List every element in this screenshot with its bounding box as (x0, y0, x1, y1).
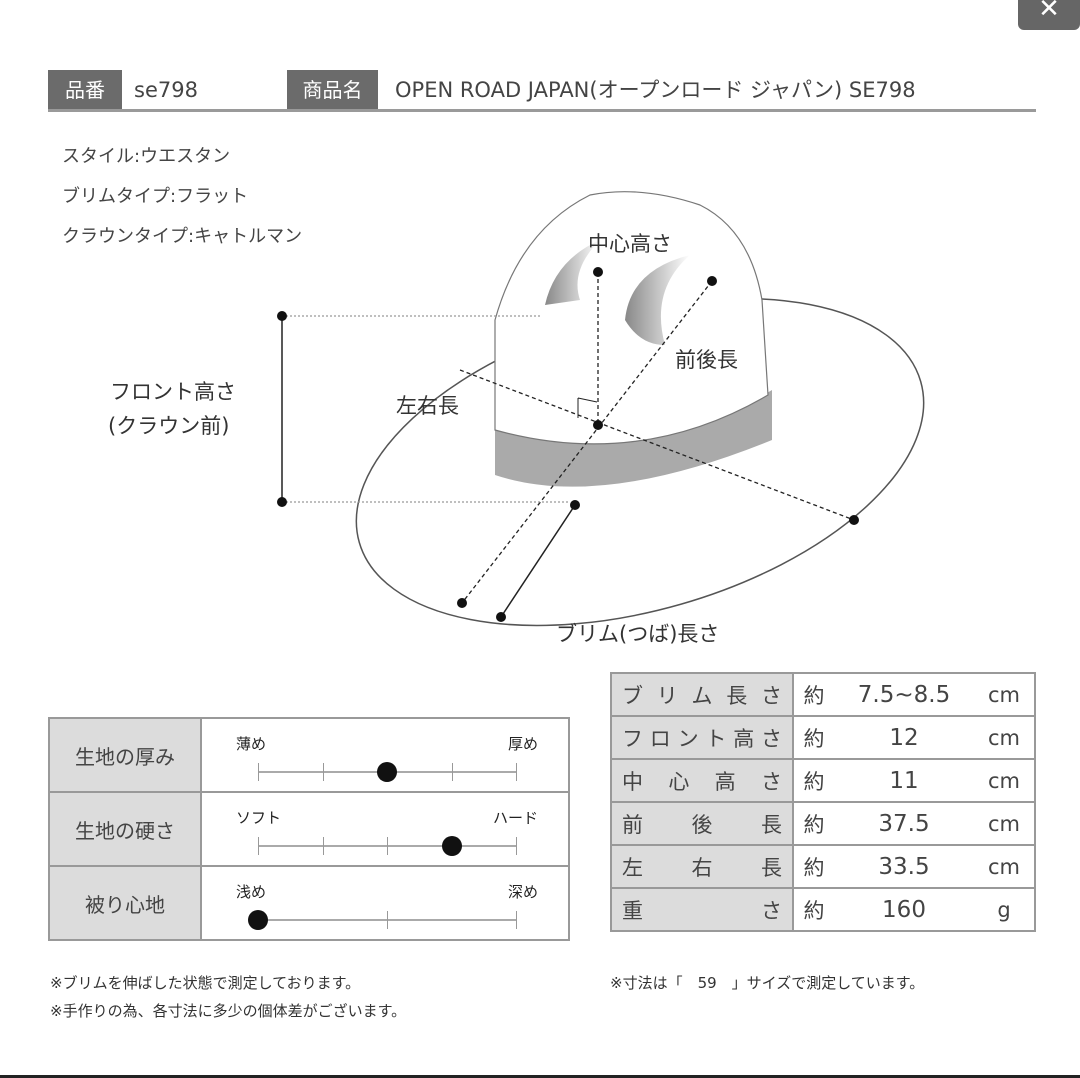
measurement-label: 重さ (611, 887, 794, 932)
feel-label: 生地の厚み (48, 717, 202, 793)
close-icon: ✕ (1038, 0, 1060, 24)
measurement-unit: g (974, 887, 1035, 932)
approx-label: 約 (793, 887, 834, 932)
scale-max-label: ハード (492, 809, 538, 827)
feel-label: 被り心地 (48, 865, 202, 941)
measurement-label: 中心高さ (611, 758, 794, 803)
measurement-unit: cm (974, 844, 1035, 889)
measurement-value: 33.5 (834, 844, 974, 889)
scale-min-label: 浅め (236, 883, 267, 901)
slider-tick (516, 911, 517, 929)
slider-tick (516, 837, 517, 855)
scale-marker (248, 910, 268, 930)
scale-min-label: 薄め (236, 735, 267, 753)
slider-tick (322, 763, 324, 781)
label-center-height: 中心高さ (588, 232, 672, 256)
scale-min-label: ソフト (236, 809, 282, 827)
label-front-back: 前後長 (675, 348, 738, 372)
measurement-unit: cm (974, 758, 1035, 803)
note-size: ※寸法は「 59 」サイズで測定しています。 (610, 974, 925, 992)
feel-row: 生地の厚み 薄め 厚め (48, 717, 570, 793)
crown-dent-left (545, 240, 600, 305)
bottom-divider (0, 1075, 1080, 1078)
label-brim-length: ブリム(つば)長さ (556, 622, 720, 646)
spec-brim-type: ブリムタイプ:フラット (62, 186, 249, 207)
approx-label: 約 (793, 844, 834, 889)
code-label: 品番 (48, 70, 122, 110)
scale-max-label: 深め (507, 883, 538, 901)
scale-max-label: 厚め (507, 735, 538, 753)
slider-tick (387, 911, 388, 929)
measurement-label: フロント高さ (611, 715, 794, 760)
measurement-unit: cm (974, 672, 1035, 717)
scale-marker (441, 836, 462, 856)
measurement-unit: cm (974, 715, 1035, 760)
measurement-value: 7.5~8.5 (834, 672, 974, 717)
scale-slider (248, 910, 517, 930)
label-left-right: 左右長 (396, 394, 459, 418)
feel-row: 生地の硬さ ソフト ハード (48, 791, 570, 867)
code-value: se798 (134, 78, 198, 102)
slider-tick (451, 763, 453, 781)
measurement-value: 160 (834, 887, 974, 932)
label-front-height-note: (クラウン前) (108, 414, 230, 438)
header-divider (48, 109, 1036, 112)
measurement-value: 12 (834, 715, 974, 760)
slider-tick (387, 837, 388, 855)
slider-tick (258, 837, 259, 855)
approx-label: 約 (793, 758, 834, 803)
product-name: OPEN ROAD JAPAN(オープンロード ジャパン) SE798 (395, 78, 916, 102)
measurement-value: 11 (834, 758, 974, 803)
approx-label: 約 (793, 715, 834, 760)
slider-tick (516, 763, 517, 781)
feel-label: 生地の硬さ (48, 791, 202, 867)
approx-label: 約 (793, 672, 834, 717)
approx-label: 約 (793, 801, 834, 846)
name-label: 商品名 (287, 70, 378, 110)
spec-crown-type: クラウンタイプ:キャトルマン (62, 226, 303, 247)
measurement-label: ブリム長さ (611, 672, 794, 717)
note-handmade: ※手作りの為、各寸法に多少の個体差がございます。 (50, 1002, 407, 1020)
close-button[interactable]: ✕ (1018, 0, 1080, 30)
measurement-value: 37.5 (834, 801, 974, 846)
hat-diagram (277, 191, 925, 627)
measurement-label: 左右長 (611, 844, 794, 889)
spec-style: スタイル:ウエスタン (62, 146, 231, 167)
scale-slider (258, 762, 517, 782)
crown-dent-right (625, 255, 690, 345)
feel-row: 被り心地 浅め 深め (48, 865, 570, 941)
slider-tick (322, 837, 324, 855)
scale-marker (377, 762, 397, 782)
slider-tick (258, 763, 259, 781)
label-front-height: フロント高さ (110, 380, 236, 404)
measurement-label: 前後長 (611, 801, 794, 846)
feel-table: 生地の厚み 薄め 厚め生地の硬さ ソフト ハード被り心地 浅め 深め (48, 717, 570, 941)
measurement-unit: cm (974, 801, 1035, 846)
note-brim: ※ブリムを伸ばした状態で測定しております。 (50, 974, 361, 992)
scale-slider (258, 836, 517, 856)
